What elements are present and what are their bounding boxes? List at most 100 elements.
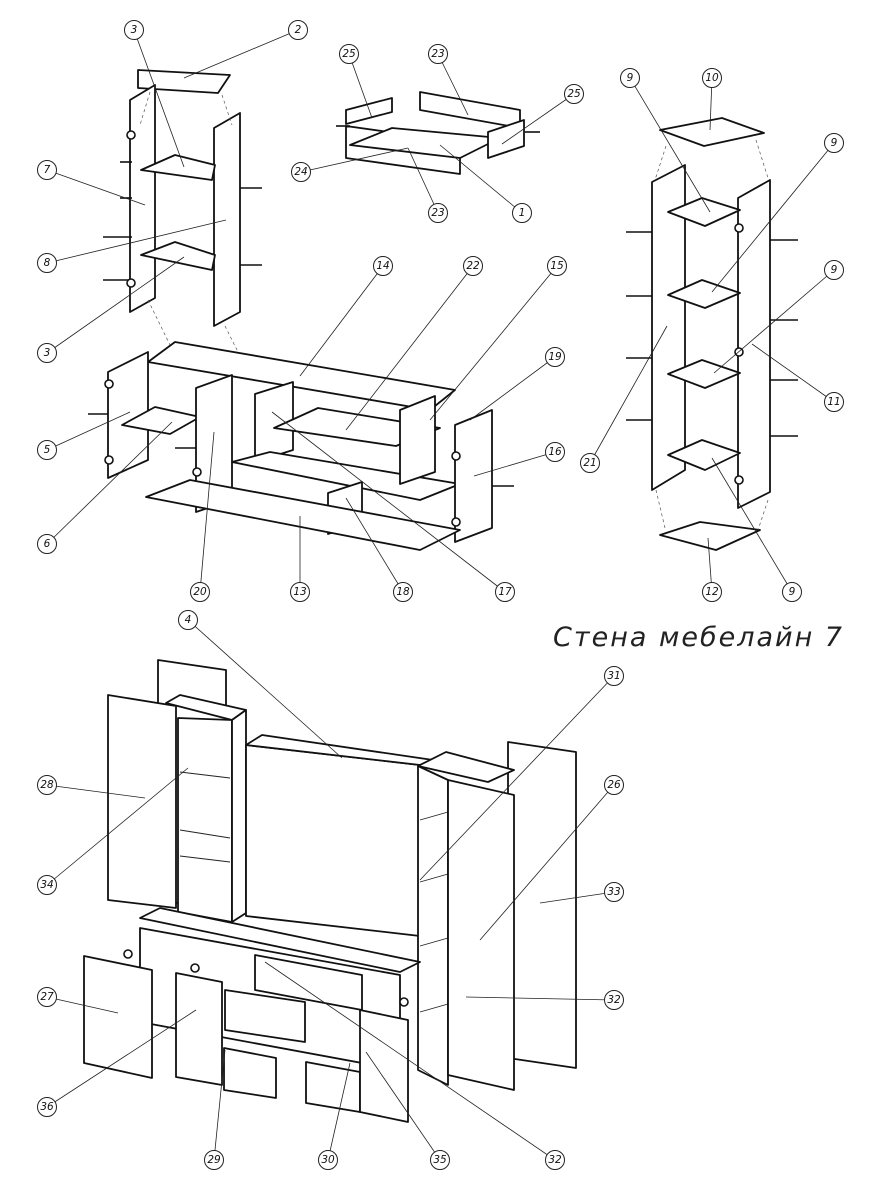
callout-circle-25 (339, 44, 359, 64)
callout-circle-31 (604, 666, 624, 686)
callout-label-23: 23 (431, 207, 444, 219)
callout-label-36: 36 (40, 1101, 54, 1113)
side-panel-right (213, 112, 241, 327)
callout-circle-24 (291, 162, 311, 182)
callout-label-20: 20 (193, 586, 207, 598)
wall-shelf-left-exploded (103, 69, 262, 353)
callout-label-9: 9 (831, 137, 838, 149)
callout-circle-36 (37, 1097, 57, 1117)
callout-label-24: 24 (294, 166, 307, 178)
callout-label-35: 35 (433, 1154, 447, 1166)
shelf-upper (140, 154, 216, 181)
top-panel-14 (147, 341, 456, 411)
callout-circle-21 (580, 453, 600, 473)
callout-circle-9 (620, 68, 640, 88)
callout-circle-14 (373, 256, 393, 276)
callout-circle-22 (463, 256, 483, 276)
callout-label-27: 27 (40, 991, 54, 1003)
callout-circle-25 (564, 84, 584, 104)
callout-label-15: 15 (550, 260, 564, 272)
callout-circle-1 (512, 203, 532, 223)
leader-lines (46, 29, 835, 1161)
drawer-front-29 (223, 1047, 277, 1099)
callout-label-2: 2 (295, 24, 302, 36)
door-28 (107, 694, 177, 909)
stand-top (139, 907, 421, 973)
callout-circle-9 (824, 260, 844, 280)
tall-shelf-exploded (626, 117, 798, 551)
callout-label-29: 29 (207, 1154, 221, 1166)
callout-label-7: 7 (44, 164, 51, 176)
callout-circle-33 (604, 882, 624, 902)
callout-label-16: 16 (548, 446, 562, 458)
callout-circle-2 (288, 20, 308, 40)
door-26 (447, 779, 515, 1091)
callout-label-32: 32 (607, 994, 621, 1006)
callout-circle-13 (290, 582, 310, 602)
callout-circle-32 (604, 990, 624, 1010)
callout-label-14: 14 (376, 260, 389, 272)
back-panel-33 (507, 741, 577, 1069)
drawing-title: Стена мебелайн 7 (553, 622, 844, 653)
callout-circle-32 (545, 1150, 565, 1170)
callout-circle-17 (495, 582, 515, 602)
callout-label-33: 33 (607, 886, 620, 898)
callout-label-28: 28 (40, 779, 54, 791)
callout-circle-3 (37, 343, 57, 363)
callout-circle-28 (37, 775, 57, 795)
drawer-exploded (336, 91, 540, 175)
callout-circle-3 (124, 20, 144, 40)
right-cabinet-top (417, 751, 515, 783)
callout-circle-9 (782, 582, 802, 602)
left-cabinet-body (177, 717, 233, 923)
callout-circle-15 (547, 256, 567, 276)
callout-label-26: 26 (607, 779, 621, 791)
callout-circle-6 (37, 534, 57, 554)
callout-label-25: 25 (567, 88, 581, 100)
bottom-panel-12 (659, 521, 761, 551)
shelf-c (667, 359, 741, 389)
side-panel-9 (737, 179, 771, 509)
drawer-side-left (345, 97, 393, 125)
callout-label-12: 12 (705, 586, 719, 598)
left-cabinet-side (231, 709, 247, 923)
callout-label-17: 17 (498, 586, 512, 598)
callout-label-23: 23 (431, 48, 444, 60)
drawer-side-right (487, 119, 525, 159)
bottom-panel-13 (145, 479, 461, 551)
door-35 (359, 1009, 409, 1123)
shelf-a (667, 197, 741, 227)
callout-label-18: 18 (396, 586, 410, 598)
callout-label-4: 4 (185, 614, 192, 626)
callout-circle-26 (604, 775, 624, 795)
callout-circle-23 (428, 203, 448, 223)
callout-label-10: 10 (705, 72, 719, 84)
shelf-lower (140, 241, 216, 271)
callout-circle-23 (428, 44, 448, 64)
door-27 (83, 955, 153, 1079)
callout-label-31: 31 (607, 670, 620, 682)
callout-label-6: 6 (44, 538, 51, 550)
callout-circle-30 (318, 1150, 338, 1170)
partition-15 (399, 395, 436, 485)
callout-label-13: 13 (293, 586, 306, 598)
callout-circle-27 (37, 987, 57, 1007)
drawer-front-30 (305, 1061, 361, 1113)
callout-circle-8 (37, 253, 57, 273)
callout-circle-5 (37, 440, 57, 460)
callout-label-25: 25 (342, 48, 356, 60)
shelf-22 (273, 407, 441, 447)
side-panel-left (129, 84, 156, 313)
callout-label-34: 34 (40, 879, 53, 891)
callout-circle-4 (178, 610, 198, 630)
callout-label-8: 8 (44, 257, 51, 269)
door-36 (175, 972, 223, 1086)
drawer-back (419, 91, 521, 129)
callout-circle-18 (393, 582, 413, 602)
callout-circle-10 (702, 68, 722, 88)
callout-circle-34 (37, 875, 57, 895)
shelf-opening-29 (224, 989, 306, 1043)
side-panel-21 (651, 164, 686, 491)
